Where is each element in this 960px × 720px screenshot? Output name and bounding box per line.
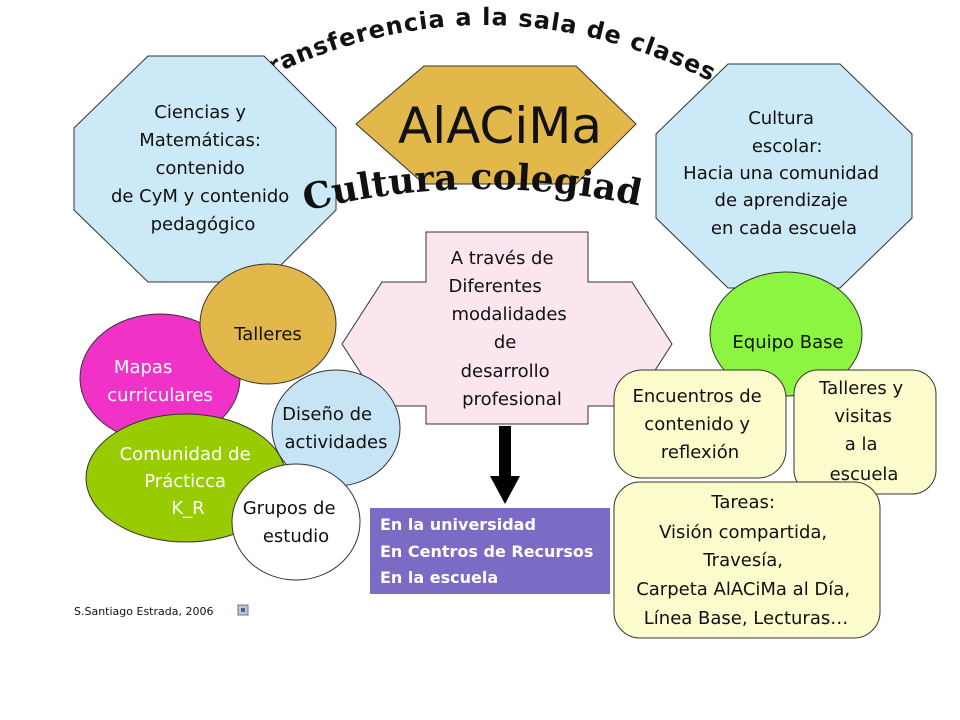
modalidades-shape — [341, 231, 673, 425]
down-arrow-head — [490, 476, 520, 504]
node-encuentros-text: Encuentros de contenido y reflexión — [633, 386, 768, 463]
node-talleres-text: Talleres — [233, 324, 302, 345]
node-tareas-text: Tareas: Visión compartida, Travesía, Car… — [636, 492, 856, 629]
node-talleres — [199, 263, 337, 385]
credit-text: S.Santiago Estrada, 2006 — [74, 605, 213, 618]
octagon-right — [655, 63, 913, 289]
center-title: AlACiMa — [398, 97, 602, 155]
node-comunidad-text: Comunidad de Prácticca K_R — [120, 444, 257, 519]
node-equipo-text: Equipo Base — [732, 332, 843, 353]
node-encuentros — [613, 369, 787, 479]
node-grupos-text: Grupos de estudio — [243, 498, 342, 547]
locations-box — [370, 508, 610, 594]
node-grupos — [231, 463, 361, 581]
node-tareas — [613, 481, 881, 639]
down-arrow-shaft — [499, 426, 511, 478]
center-diamond — [355, 65, 637, 185]
octagon-left-text: Ciencias y Matemáticas: contenido de CyM… — [111, 102, 295, 235]
octagon-right-text: Cultura escolar: Hacia una comunidad de … — [683, 108, 885, 239]
node-diseno-text: Diseño de actividades — [282, 404, 387, 453]
modalidades-text: A través de Diferentes modalidades de de… — [448, 248, 572, 410]
node-mapas-text: Mapas curriculares — [107, 357, 213, 406]
node-talleres-visitas-text: Talleres y visitas a la escuela — [818, 378, 909, 485]
speaker-icon[interactable] — [237, 604, 249, 616]
locations-text: En la universidad En Centros de Recursos… — [380, 515, 599, 587]
